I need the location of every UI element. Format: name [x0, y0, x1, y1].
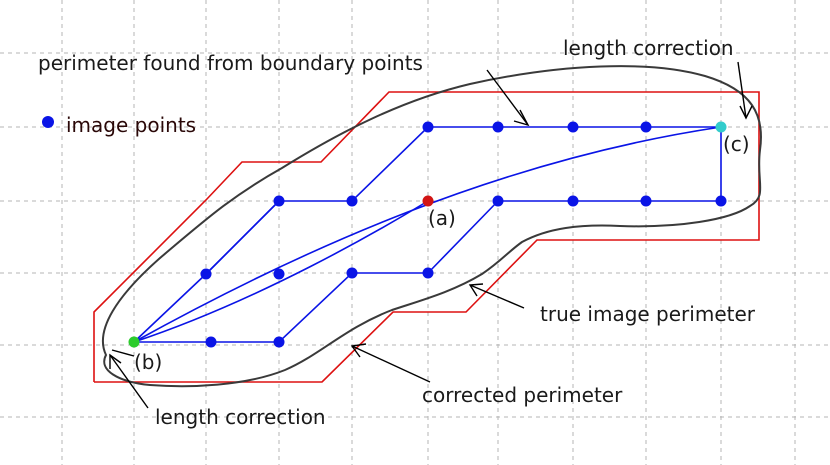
image-point [273, 268, 285, 280]
image-point [346, 195, 358, 207]
arrow-length-correction-top [737, 61, 747, 119]
arrowhead [468, 283, 484, 297]
label-image-points: image points [66, 113, 196, 137]
arrowhead [109, 353, 122, 369]
image-point [205, 336, 217, 348]
point-a-marker [422, 195, 434, 207]
inner-diagonal-path [205, 200, 280, 275]
image-point [492, 195, 504, 207]
arrowhead [513, 109, 530, 127]
label-point-c: (c) [723, 132, 750, 156]
image-point [715, 195, 727, 207]
label-perimeter-boundary: perimeter found from boundary points [38, 51, 423, 75]
point-c-marker [715, 121, 727, 133]
callout-arrows [109, 61, 753, 409]
arrow-length-correction-bottom [109, 354, 149, 409]
image-point [567, 195, 579, 207]
image-point [640, 195, 652, 207]
arrow-corrected-perimeter [351, 345, 431, 383]
label-corrected-perimeter: corrected perimeter [422, 383, 623, 407]
label-length-correction-bottom: length correction [155, 405, 326, 429]
image-point [273, 336, 285, 348]
image-point [273, 195, 285, 207]
image-point [640, 121, 652, 133]
image-points [42, 116, 727, 348]
image-point [346, 267, 358, 279]
image-point [422, 267, 434, 279]
corrected-perimeter-line [93, 91, 760, 383]
true-image-perimeter-curve [101, 65, 762, 388]
arrow-true-perimeter [469, 284, 525, 309]
label-point-b: (b) [134, 350, 162, 374]
label-length-correction-top: length correction [563, 36, 734, 60]
image-curve-lower-path [133, 200, 429, 343]
image-point [567, 121, 579, 133]
image-point [200, 268, 212, 280]
arrow-perimeter-boundary [486, 69, 529, 126]
arrowhead [739, 105, 753, 120]
label-point-a: (a) [428, 206, 456, 230]
label-true-perimeter: true image perimeter [540, 302, 756, 326]
image-point [492, 121, 504, 133]
legend-image-point [42, 116, 54, 128]
boundary-top-path [133, 126, 721, 343]
image-point [422, 121, 434, 133]
arrowhead [350, 343, 367, 358]
image-curve-path [133, 126, 722, 343]
point-b-marker [128, 336, 140, 348]
arrow-point-b [111, 349, 135, 357]
